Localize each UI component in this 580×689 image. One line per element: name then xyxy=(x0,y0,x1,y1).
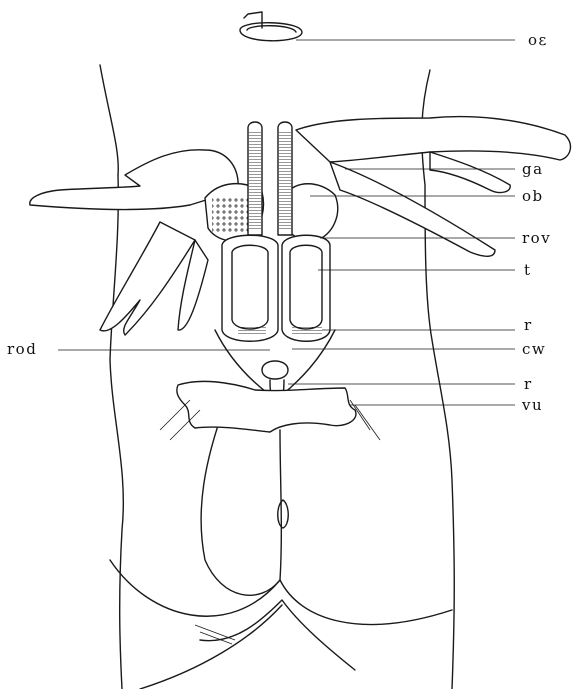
label-rod: rod xyxy=(7,340,37,358)
lower-structures xyxy=(160,330,380,440)
label-ob: ob xyxy=(522,187,544,205)
label-rov: rov xyxy=(522,229,551,247)
label-r-lower: r xyxy=(524,375,533,393)
label-t: t xyxy=(524,261,532,279)
label-ga: ga xyxy=(522,160,544,178)
oesophagus xyxy=(240,12,302,41)
central-column xyxy=(248,122,292,235)
label-cw: cw xyxy=(522,340,546,358)
label-oe: oε xyxy=(528,31,548,49)
label-r-upper: r xyxy=(524,316,533,334)
testes xyxy=(222,235,330,341)
label-vu: vu xyxy=(521,396,543,414)
